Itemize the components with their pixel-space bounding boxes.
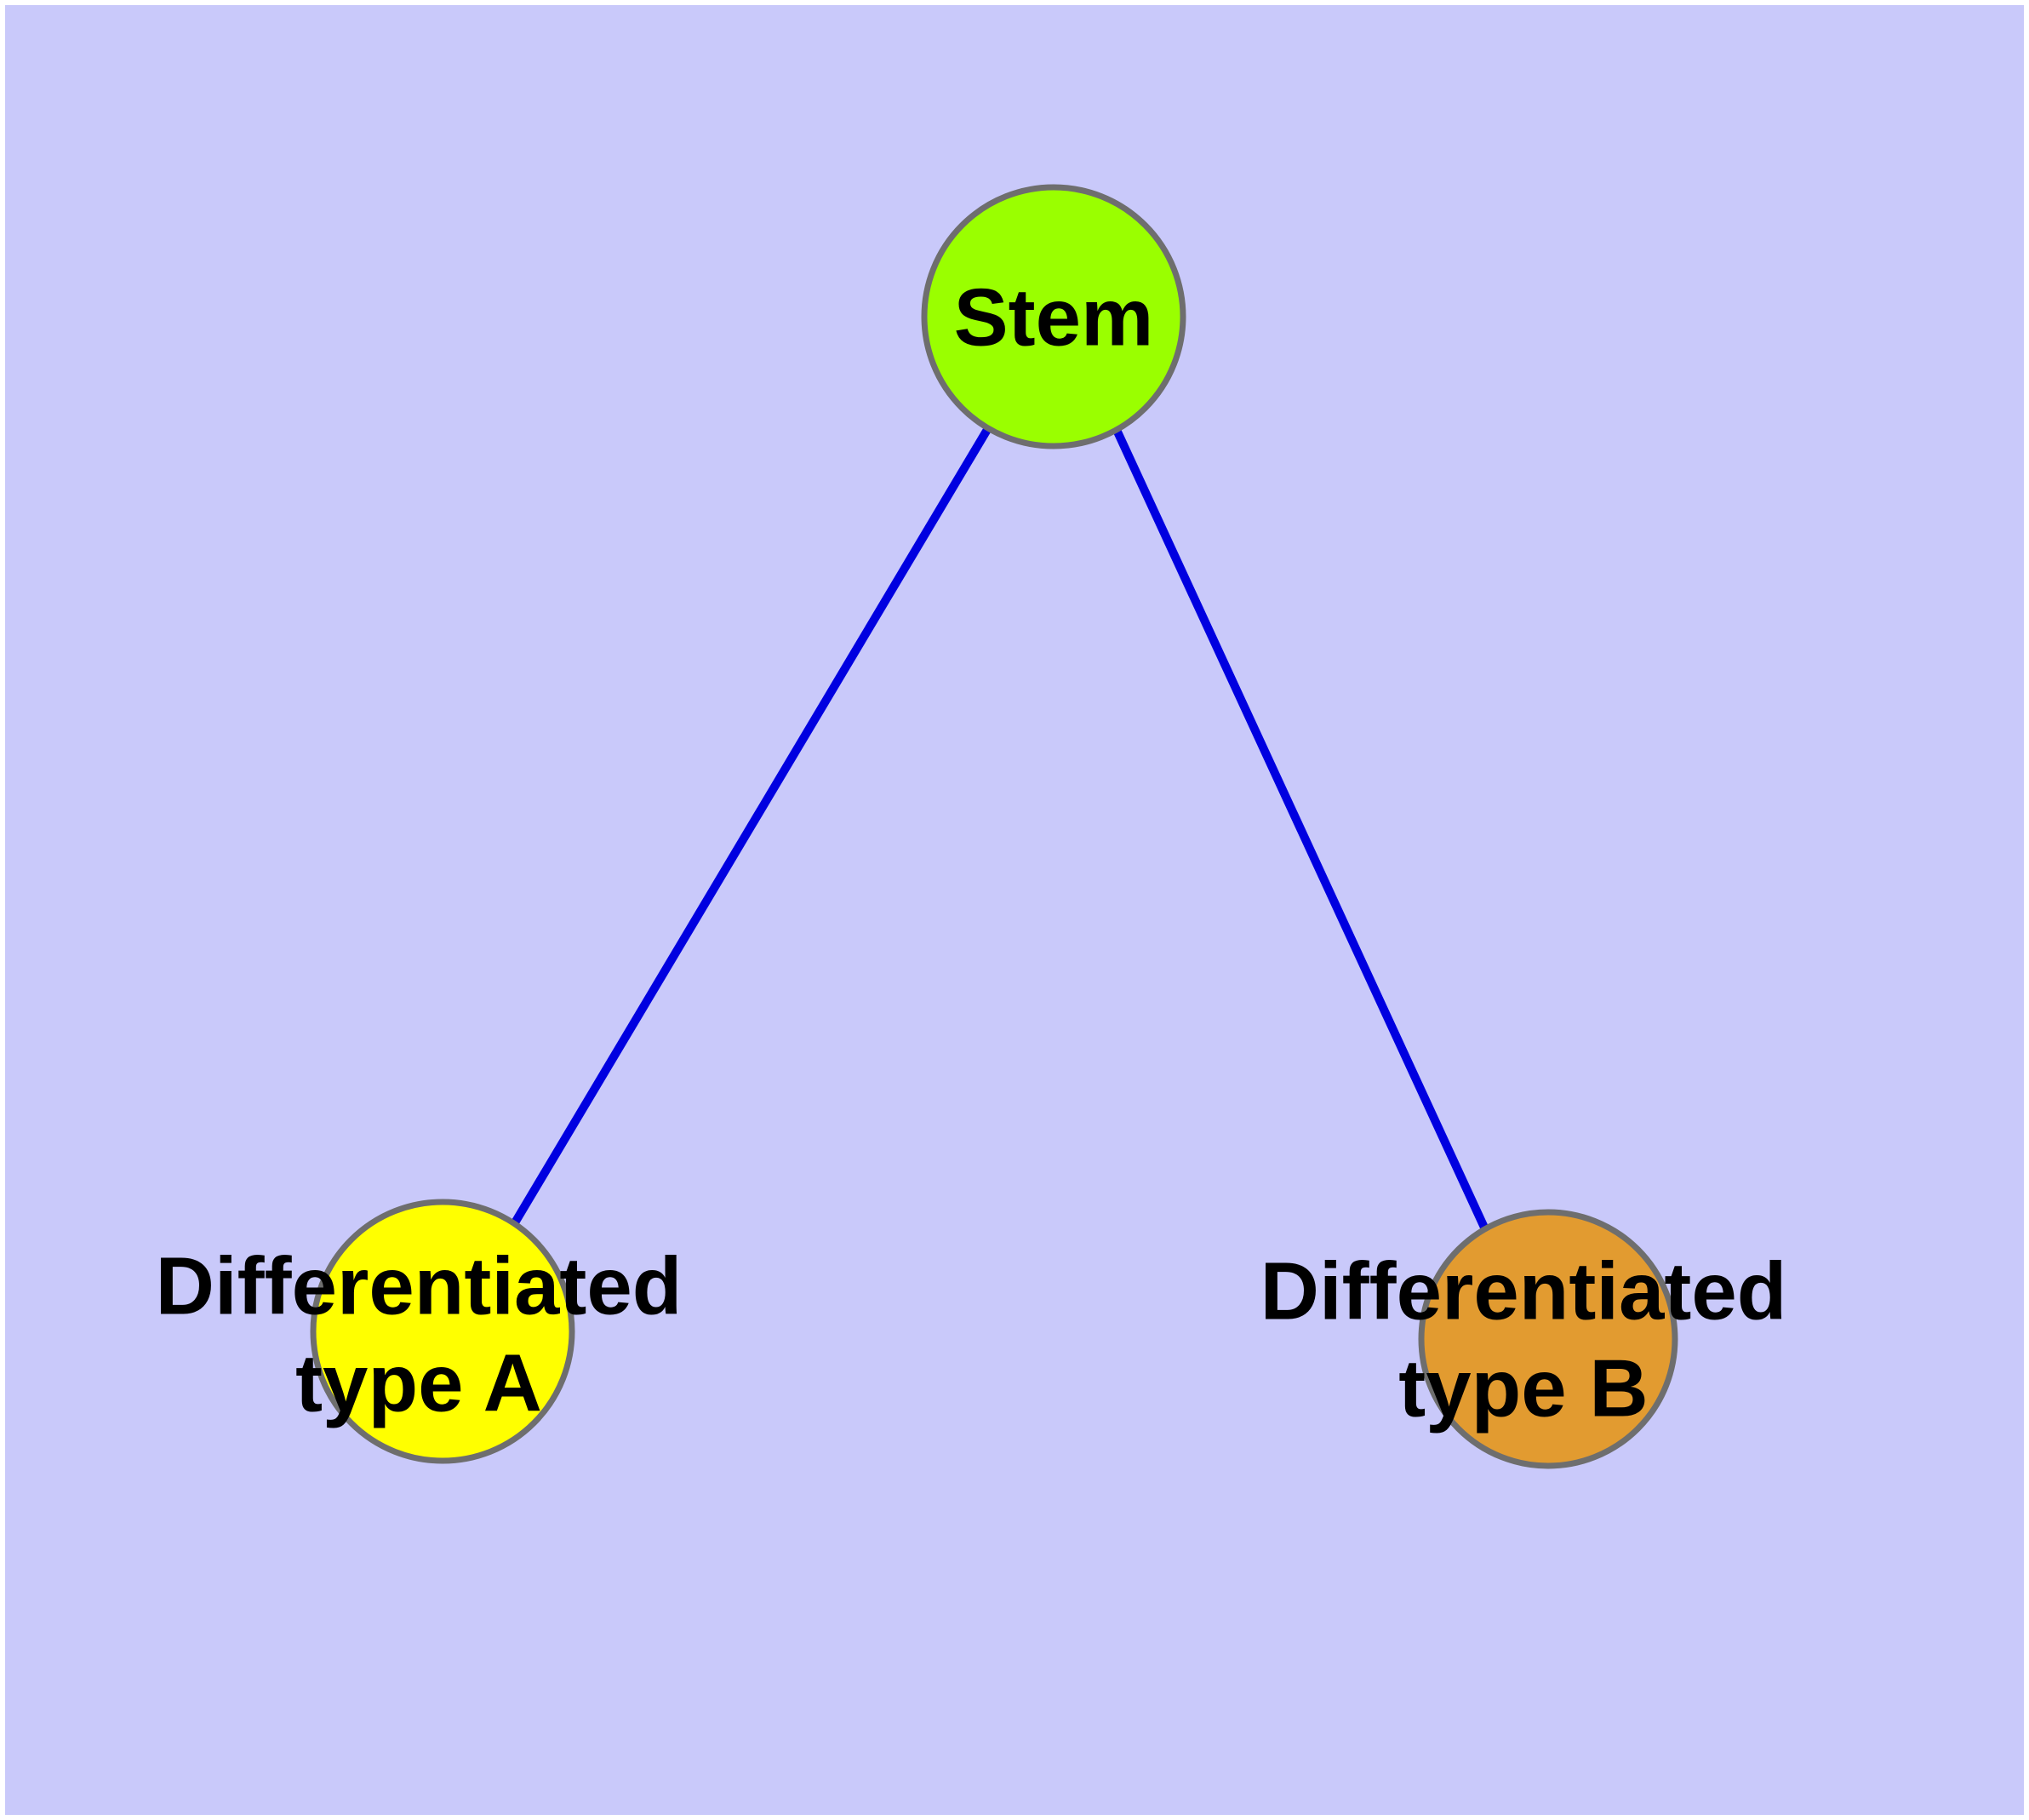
node-diff-b-label-line2: type B: [1398, 1342, 1648, 1434]
edge-stem-to-diff-a[interactable]: [510, 426, 992, 1227]
node-diff-b-circle[interactable]: [1418, 1209, 1678, 1469]
node-diff-b-label-line1: Differentiated: [1260, 1245, 1787, 1336]
edge-layer: [510, 426, 1489, 1232]
node-stem-label: Stem: [954, 272, 1154, 363]
node-diff-a[interactable]: [310, 1199, 575, 1464]
node-layer: [310, 184, 1678, 1469]
node-diff-a-label-line1: Differentiated: [156, 1240, 683, 1331]
node-stem-circle[interactable]: [921, 184, 1186, 449]
edge-stem-to-diff-b[interactable]: [1112, 427, 1489, 1232]
label-layer: Stem Differentiated type A Differentiate…: [156, 272, 1787, 1434]
node-diff-a-label-line2: type A: [295, 1337, 542, 1428]
node-diff-b[interactable]: [1418, 1209, 1678, 1469]
node-stem[interactable]: [921, 184, 1186, 449]
node-diff-a-circle[interactable]: [310, 1199, 575, 1464]
